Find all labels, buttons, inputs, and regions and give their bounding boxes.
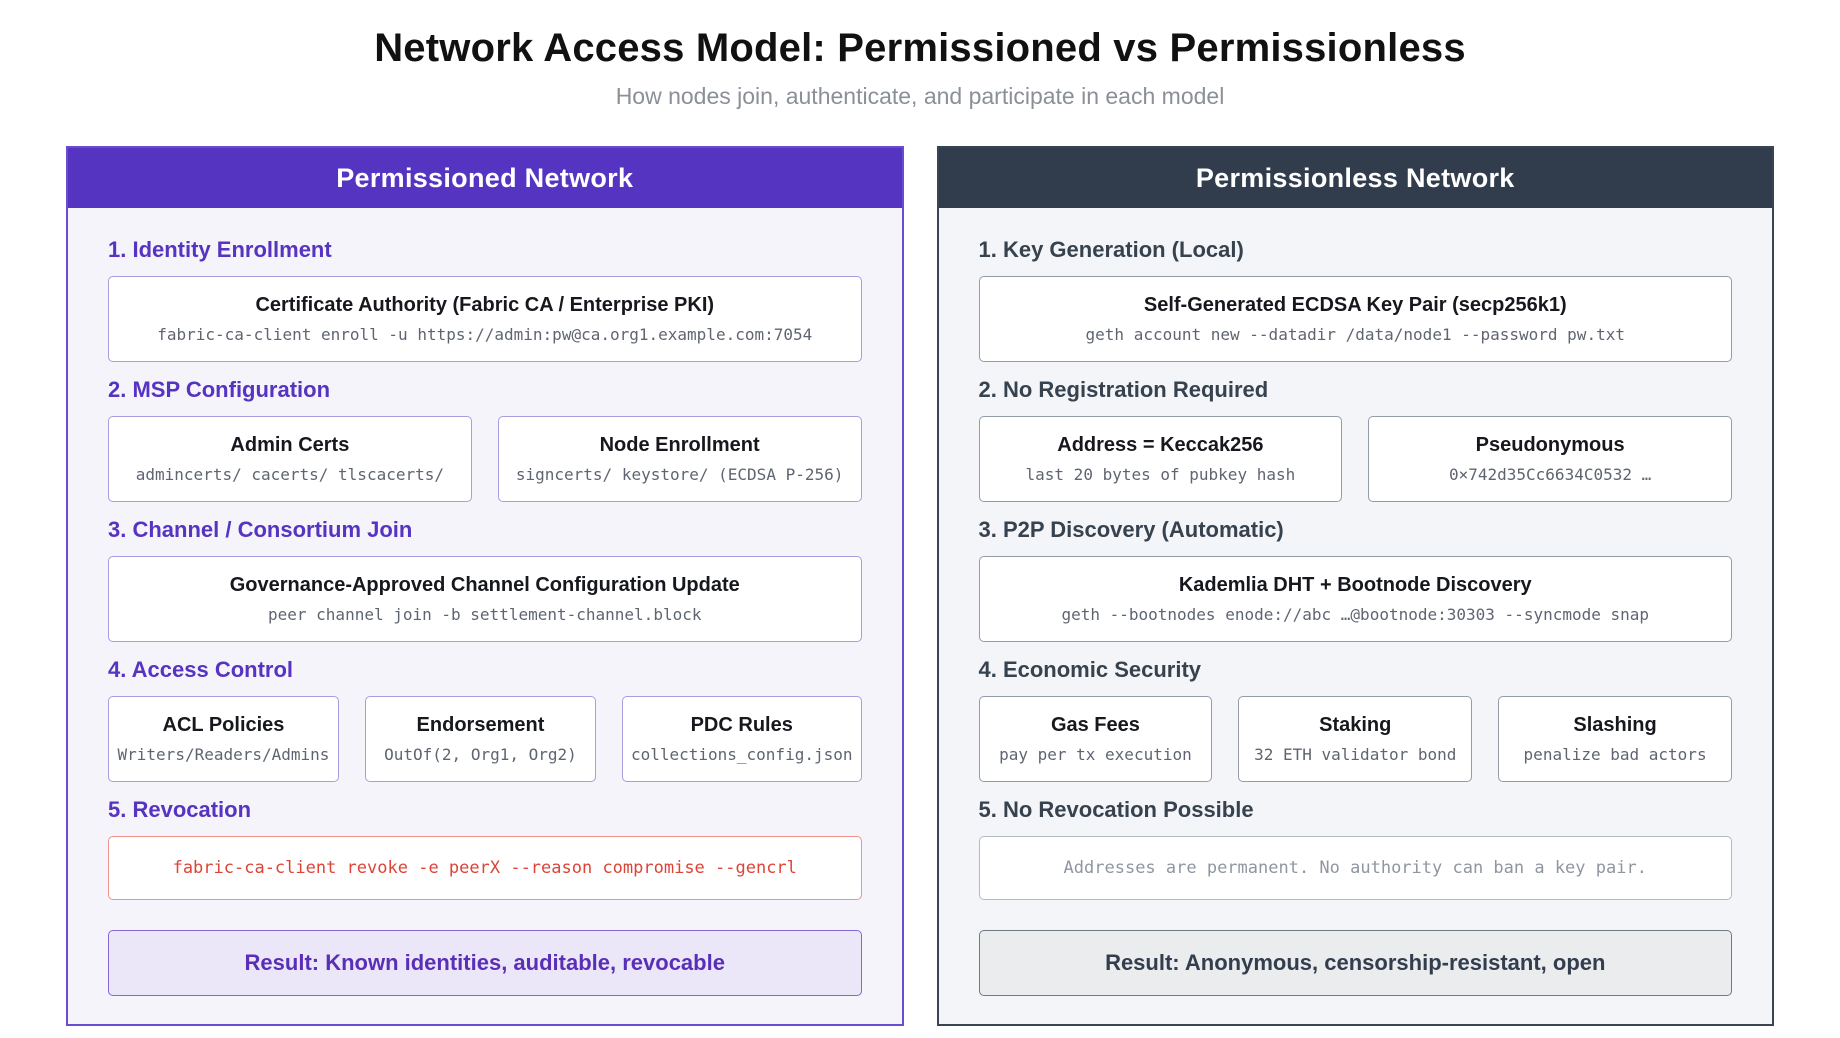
card-certificate-authority: Certificate Authority (Fabric CA / Enter… [108, 276, 862, 362]
card-pdc-rules: PDC Rules collections_config.json [621, 696, 862, 782]
section-heading: 5. No Revocation Possible [978, 797, 1254, 822]
card-title: ACL Policies [162, 714, 285, 736]
card-title: Pseudonymous [1475, 434, 1625, 456]
section-no-registration: 2. No Registration Required Address = Ke… [978, 376, 1732, 502]
section-revocation: 5. Revocation fabric-ca-client revoke -e… [108, 796, 862, 900]
card-code: 32 ETH validator bond [1254, 745, 1457, 764]
section-msp-configuration: 2. MSP Configuration Admin Certs admince… [108, 376, 862, 502]
permissionless-result: Result: Anonymous, censorship-resistant,… [978, 930, 1732, 996]
card-code: Writers/Readers/Admins [117, 745, 330, 764]
card-code: signcerts/ keystore/ (ECDSA P-256) [515, 465, 844, 484]
section-key-generation: 1. Key Generation (Local) Self-Generated… [978, 236, 1732, 362]
revocation-command: fabric-ca-client revoke -e peerX --reaso… [172, 858, 797, 878]
permissionless-panel-body: 1. Key Generation (Local) Self-Generated… [938, 208, 1772, 1024]
section-identity-enrollment: 1. Identity Enrollment Certificate Autho… [108, 236, 862, 362]
section-heading: 1. Key Generation (Local) [978, 237, 1244, 262]
page-title: Network Access Model: Permissioned vs Pe… [374, 26, 1466, 70]
card-title: Governance-Approved Channel Configuratio… [229, 574, 740, 596]
permissioned-panel: Permissioned Network 1. Identity Enrollm… [66, 146, 904, 1026]
card-node-enrollment: Node Enrollment signcerts/ keystore/ (EC… [497, 416, 862, 502]
section-heading: 3. Channel / Consortium Join [108, 517, 413, 542]
card-code: peer channel join -b settlement-channel.… [268, 605, 702, 624]
permissioned-panel-title: Permissioned Network [68, 148, 902, 208]
card-code: collections_config.json [630, 745, 853, 764]
card-admin-certs: Admin Certs admincerts/ cacerts/ tlscace… [108, 416, 472, 502]
card-code: pay per tx execution [999, 745, 1192, 764]
section-heading: 5. Revocation [108, 797, 252, 822]
card-code: penalize bad actors [1523, 745, 1707, 764]
page-header: Network Access Model: Permissioned vs Pe… [0, 0, 1840, 110]
card-code: fabric-ca-client enroll -u https://admin… [157, 325, 813, 344]
card-ecdsa-key-pair: Self-Generated ECDSA Key Pair (secp256k1… [978, 276, 1732, 362]
card-code: admincerts/ cacerts/ tlscacerts/ [135, 465, 444, 484]
card-pseudonymous: Pseudonymous 0×742d35Cc6634C0532 … [1368, 416, 1732, 502]
section-no-revocation: 5. No Revocation Possible Addresses are … [978, 796, 1732, 900]
no-revocation-note: Addresses are permanent. No authority ca… [1063, 858, 1647, 878]
section-p2p-discovery: 3. P2P Discovery (Automatic) Kademlia DH… [978, 516, 1732, 642]
card-title: Gas Fees [1050, 714, 1140, 736]
card-staking: Staking 32 ETH validator bond [1238, 696, 1473, 782]
section-access-control: 4. Access Control ACL Policies Writers/R… [108, 656, 862, 782]
page-subtitle: How nodes join, authenticate, and partic… [615, 83, 1225, 109]
comparison-panels: Permissioned Network 1. Identity Enrollm… [66, 146, 1774, 1026]
card-code: geth --bootnodes enode://abc …@bootnode:… [1061, 605, 1650, 624]
card-code: 0×742d35Cc6634C0532 … [1448, 465, 1652, 484]
section-heading: 2. No Registration Required [978, 377, 1269, 402]
card-address-keccak256: Address = Keccak256 last 20 bytes of pub… [978, 416, 1343, 502]
card-title: Kademlia DHT + Bootnode Discovery [1178, 574, 1532, 596]
section-economic-security: 4. Economic Security Gas Fees pay per tx… [978, 656, 1733, 782]
permissioned-result: Result: Known identities, auditable, rev… [108, 930, 862, 996]
card-acl-policies: ACL Policies Writers/Readers/Admins [108, 696, 339, 782]
section-heading: 2. MSP Configuration [108, 377, 331, 402]
card-title: Endorsement [416, 714, 545, 736]
card-gas-fees: Gas Fees pay per tx execution [978, 696, 1213, 782]
permissioned-panel-body: 1. Identity Enrollment Certificate Autho… [68, 208, 902, 1024]
card-code: geth account new --datadir /data/node1 -… [1085, 325, 1625, 344]
section-heading: 4. Economic Security [978, 657, 1202, 682]
card-title: PDC Rules [690, 714, 793, 736]
card-code: last 20 bytes of pubkey hash [1025, 465, 1296, 484]
section-heading: 3. P2P Discovery (Automatic) [978, 517, 1284, 542]
card-title: Self-Generated ECDSA Key Pair (secp256k1… [1143, 294, 1567, 316]
permissionless-panel: Permissionless Network 1. Key Generation… [936, 146, 1774, 1026]
revocation-command-box: fabric-ca-client revoke -e peerX --reaso… [108, 836, 862, 900]
permissionless-panel-title: Permissionless Network [938, 148, 1772, 208]
card-endorsement: Endorsement OutOf(2, Org1, Org2) [364, 696, 596, 782]
section-heading: 4. Access Control [108, 657, 294, 682]
section-channel-consortium-join: 3. Channel / Consortium Join Governance-… [108, 516, 862, 642]
card-title: Admin Certs [230, 434, 350, 456]
card-title: Certificate Authority (Fabric CA / Enter… [255, 294, 715, 316]
card-slashing: Slashing penalize bad actors [1498, 696, 1732, 782]
card-channel-config-update: Governance-Approved Channel Configuratio… [108, 556, 862, 642]
card-title: Address = Keccak256 [1057, 434, 1264, 456]
no-revocation-note-box: Addresses are permanent. No authority ca… [978, 836, 1732, 900]
card-kademlia-dht: Kademlia DHT + Bootnode Discovery geth -… [978, 556, 1732, 642]
section-heading: 1. Identity Enrollment [108, 237, 332, 262]
card-title: Staking [1319, 714, 1392, 736]
card-code: OutOf(2, Org1, Org2) [384, 745, 577, 764]
card-title: Slashing [1573, 714, 1657, 736]
card-title: Node Enrollment [599, 434, 760, 456]
